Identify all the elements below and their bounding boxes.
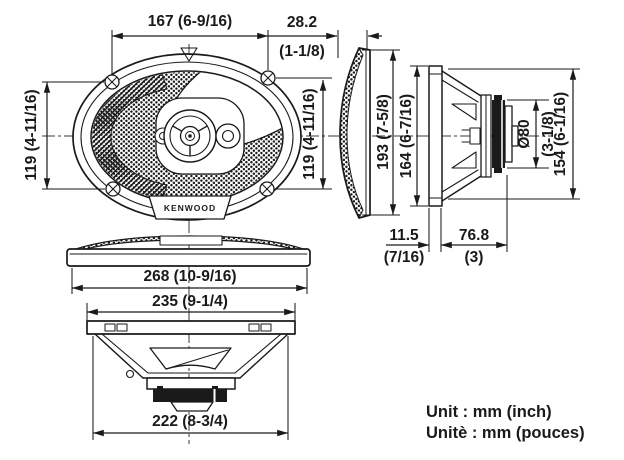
dim-grille-depth-mm-label: 28.2 [287,14,317,31]
screw-icon [259,181,275,197]
dim-mount-depth-mm-label: 76.8 [459,227,490,244]
dim-front-depth-in-label: (7/16) [384,249,425,266]
dim-overall-height-label: 193 (7-5/8) [375,94,392,170]
screw-icon [260,70,276,86]
screw-icon [105,181,121,197]
grille-profile-mesh [339,46,364,220]
front-view: KENWOOD [72,47,302,221]
coaxial-driver [154,97,245,175]
dim-basket-width-label: 222 (8-3/4) [152,413,228,430]
dim-cutout-height-label: 164 (6-7/16) [398,94,415,178]
wire-hook [125,369,135,379]
magnet-bottom [153,389,227,402]
unit-line-fr: Unitè : mm (pouces) [426,424,585,442]
dim-overall-width-label: 268 (10-9/16) [143,268,236,285]
front-view-dimensions: 167 (6-9/16) 28.2 (1-1/8) 119 (4-11/16) … [23,13,382,190]
screw-icon [104,74,120,90]
unit-legend: Unit : mm (inch) Unitè : mm (pouces) [426,403,585,442]
side-view-rear [428,65,519,207]
mounting-screws [104,70,276,197]
brand-plate-edge [159,235,223,246]
basket-window [149,347,232,370]
dim-mount-depth-in-label: (3) [465,249,484,266]
dim-front-height-left-label: 119 (4-11/16) [23,89,40,180]
speaker-frame-edge [86,320,296,335]
rear-view-dimensions: 154 (6-1/16) Ø80 (3-1/8) 11.5 (7/16) 76.… [384,68,580,266]
brand-label: KENWOOD [164,203,216,213]
dim-frame-width-label: 235 (9-1/4) [152,293,228,310]
dim-rear-height-label: 154 (6-1/16) [552,92,569,176]
dim-magnet-dia-mm-label: Ø80 [516,119,533,148]
top-notch-marker [180,47,198,62]
mounting-flange [428,65,443,207]
dim-front-height-right-label: 119 (4-11/16) [301,88,318,179]
side-view-grille [339,46,371,220]
grille-flange [66,248,311,267]
dim-front-width-label: 167 (6-9/16) [148,13,232,30]
brand-plate [148,195,232,220]
bottom-view-dimensions: 268 (10-9/16) 235 (9-1/4) 222 (8-3/4) [71,268,308,440]
dim-grille-depth-in-label: (1-1/8) [279,43,325,60]
magnet [492,95,505,173]
unit-line-en: Unit : mm (inch) [426,403,552,421]
side-view-dimensions: 193 (7-5/8) 164 (6-7/16) [362,49,428,216]
bottom-view [66,235,311,412]
dim-magnet-dia-in-label: (3-1/8) [540,111,557,157]
dim-front-depth-mm-label: 11.5 [389,227,419,244]
